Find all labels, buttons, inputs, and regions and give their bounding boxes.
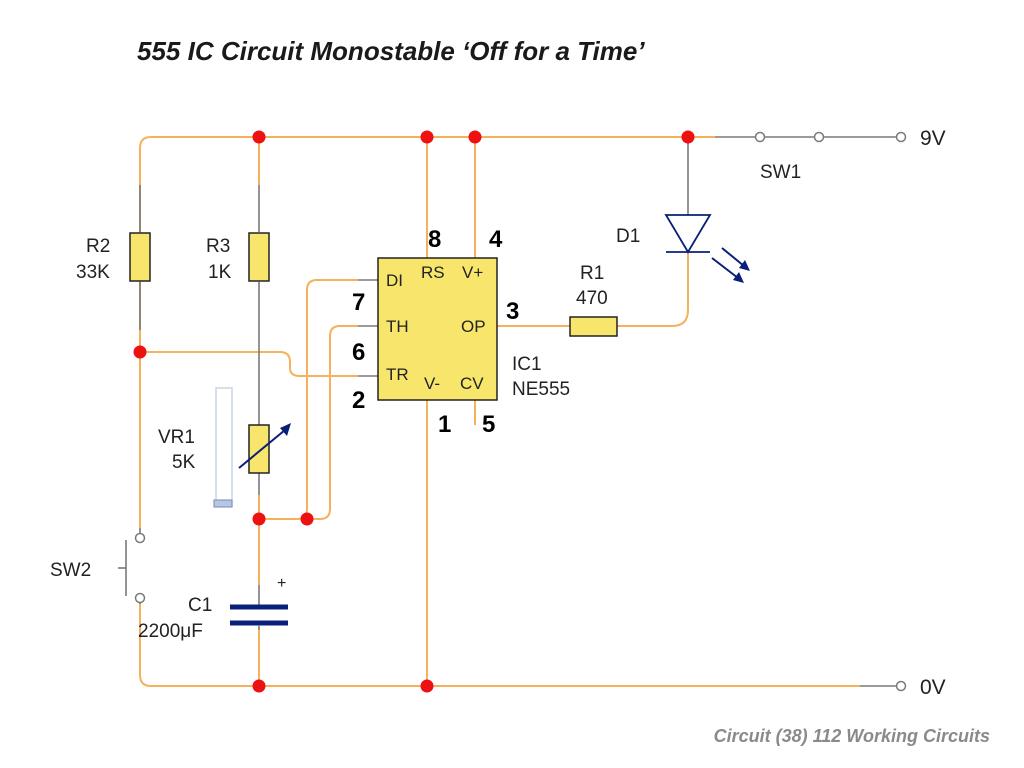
r2-value: 33K [76,262,110,283]
junction-dot [252,130,266,144]
terminals: 9V 0V [895,127,946,699]
pin-number-4: 4 [489,226,503,253]
junction-dot [420,679,434,693]
vr1-adjust-arrow [238,429,286,469]
sw2-label: SW2 [50,560,91,581]
bottom-rail-wire [139,600,860,687]
supply-label: 9V [920,127,946,150]
discharge-wire [259,279,358,520]
orange-wires [139,136,860,687]
pin-number-8: 8 [428,226,441,253]
r2-body [129,232,151,282]
led-return-wire [617,252,689,327]
c1-value: 2200μF [138,621,203,642]
r2-resistor: R2 33K [76,232,151,283]
d1-ray-head-1 [733,272,744,283]
pin-label-tr: TR [386,365,409,384]
ic1-chip: DI TH TR RS V+ OP V- CV IC1 NE555 [377,257,570,401]
d1-label: D1 [616,226,640,247]
c1-label: C1 [188,595,212,616]
pin-label-op: OP [461,317,486,336]
d1-triangle [664,214,712,254]
sw1-contact-left [754,131,766,143]
sw2-contact-bottom [134,592,146,604]
r3-body [248,232,270,282]
grey-wires [139,136,898,687]
vr1-body [248,424,270,474]
vr1-slider-track [215,387,233,507]
pin-number-6: 6 [352,339,365,366]
ground-terminal [895,680,907,692]
r1-resistor: R1 470 [569,263,618,337]
d1-ray-head-2 [739,260,750,271]
supply-terminal [895,131,907,143]
r1-label: R1 [580,263,604,284]
pin-label-cv: CV [460,374,484,393]
junction-dot [252,512,266,526]
ic1-label: IC1 [512,354,542,375]
ic1-body [377,257,498,401]
footer-caption: Circuit (38) 112 Working Circuits [713,726,990,746]
pin-number-5: 5 [482,411,495,438]
trigger-wire [140,351,358,377]
page-title: 555 IC Circuit Monostable ‘Off for a Tim… [137,36,645,66]
d1-led: D1 [616,214,750,283]
junction-dot [681,130,695,144]
d1-light-ray-1 [711,257,739,279]
c1-polarity: + [277,575,286,592]
pin-label-di: DI [386,271,403,290]
vr1-value: 5K [172,452,196,473]
pin-label-th: TH [386,317,409,336]
junction-dot [133,345,147,359]
vr1-arrow-head [280,423,291,436]
sw1-contact-right [813,131,825,143]
ic1-part: NE555 [512,379,570,400]
vr1-potentiometer: VR1 5K [158,387,291,508]
junction-dot [300,512,314,526]
junction-dot [468,130,482,144]
c1-capacitor: + C1 2200μF [138,575,288,642]
pin-numbers: 8 4 7 3 6 2 1 5 [352,226,519,438]
junction-dot [252,679,266,693]
r3-label: R3 [206,236,230,257]
r1-value: 470 [576,288,608,309]
pin-number-3: 3 [506,298,519,325]
pin-label-vplus: V+ [462,263,483,282]
r1-body [569,316,618,337]
sw2-contact-top [134,532,146,544]
vr1-slider-knob [213,499,233,508]
sw2-switch: SW2 [50,532,146,604]
r3-value: 1K [208,262,232,283]
pin-number-1: 1 [438,411,451,438]
top-rail-wire [139,136,715,185]
r3-resistor: R3 1K [206,232,270,283]
ground-label: 0V [920,676,946,699]
d1-light-ray-2 [721,247,745,267]
sw1-label: SW1 [760,162,801,183]
pin-label-vminus: V- [424,374,440,393]
r2-label: R2 [86,236,110,257]
junctions [133,130,695,693]
junction-dot [420,130,434,144]
pin-label-rs: RS [421,263,445,282]
pin-number-7: 7 [352,289,365,316]
vr1-label: VR1 [158,427,195,448]
threshold-wire [307,325,358,520]
sw1-switch: SW1 [754,131,825,183]
pin-number-2: 2 [352,387,365,414]
